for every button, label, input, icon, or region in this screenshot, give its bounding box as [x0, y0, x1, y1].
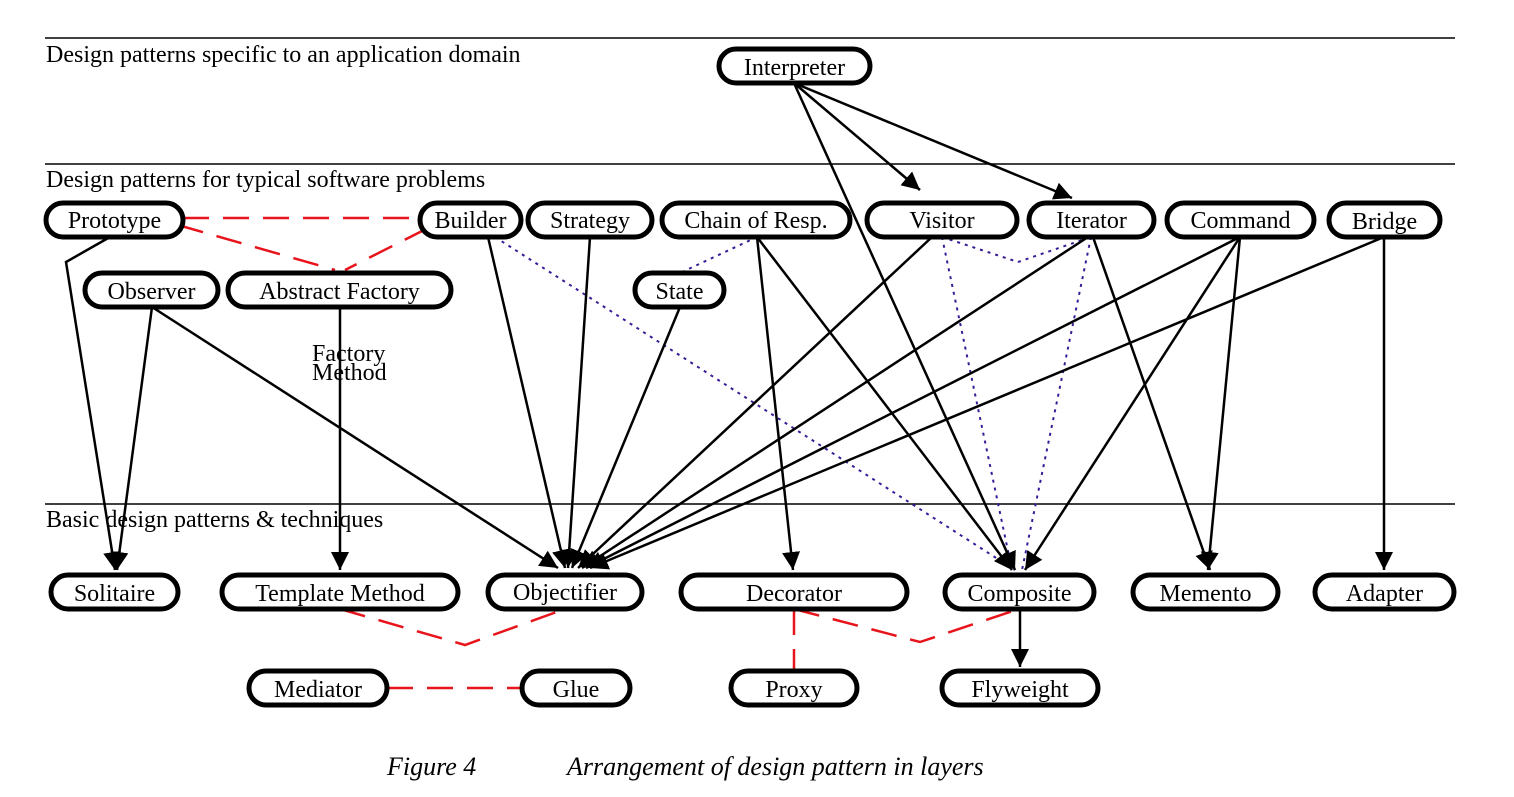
- node-proxy: Proxy: [728, 668, 860, 708]
- node-label-strategy: Strategy: [550, 208, 630, 234]
- node-label-adapter: Adapter: [1346, 581, 1423, 607]
- node-label-template-method: Template Method: [255, 581, 425, 607]
- node-adapter: Adapter: [1312, 572, 1457, 612]
- edge-uses-visitor-to-objectifier: [577, 236, 933, 569]
- node-decorator: Decorator: [678, 572, 910, 612]
- node-label-solitaire: Solitaire: [74, 581, 155, 607]
- edge-related-visitor-to-iterator: [941, 236, 1092, 264]
- node-bridge: Bridge: [1326, 200, 1443, 240]
- edge-related-iterator-to-composite: [1021, 236, 1092, 571]
- node-label-mediator: Mediator: [274, 677, 362, 703]
- node-chain: Chain of Resp.: [659, 200, 853, 240]
- node-label-chain: Chain of Resp.: [684, 208, 827, 234]
- edge-similar-builder-to-abstract-factory: [344, 226, 429, 272]
- edge-uses-observer-to-solitaire: [110, 306, 154, 571]
- node-memento: Memento: [1130, 572, 1281, 612]
- node-composite: Composite: [942, 572, 1097, 612]
- node-solitaire: Solitaire: [48, 572, 181, 612]
- node-abstract-factory: Abstract Factory: [225, 270, 454, 310]
- factory-method-note-line1: Factory: [312, 341, 385, 367]
- node-label-builder: Builder: [435, 208, 507, 234]
- edge-related-chain-to-state: [679, 236, 758, 274]
- node-iterator: Iterator: [1026, 200, 1157, 240]
- node-interpreter: Interpreter: [716, 46, 873, 86]
- edge-uses-chain-to-decorator: [755, 236, 801, 571]
- node-strategy: Strategy: [525, 200, 655, 240]
- edge-uses-iterator-to-memento: [1091, 236, 1213, 571]
- edge-related-visitor-to-composite: [941, 236, 1013, 571]
- node-visitor: Visitor: [864, 200, 1020, 240]
- edge-similar-template-method-to-objectifier: [339, 607, 566, 647]
- node-label-observer: Observer: [108, 279, 196, 305]
- node-label-decorator: Decorator: [746, 581, 842, 607]
- layer-label-basic: Basic design patterns & techniques: [46, 507, 383, 533]
- edge-uses-command-to-composite: [1023, 236, 1242, 571]
- node-label-flyweight: Flyweight: [971, 677, 1069, 703]
- node-label-bridge: Bridge: [1352, 209, 1417, 235]
- edge-uses-interpreter-to-iterator: [793, 81, 1073, 200]
- node-builder: Builder: [417, 200, 524, 240]
- node-state: State: [632, 270, 727, 310]
- edge-uses-prototype-to-solitaire: [64, 235, 122, 571]
- node-label-memento: Memento: [1160, 581, 1252, 607]
- node-glue: Glue: [519, 668, 633, 708]
- edge-uses-bridge-to-objectifier: [589, 235, 1385, 570]
- layer-label-typical: Design patterns for typical software pro…: [46, 167, 485, 193]
- node-label-proxy: Proxy: [765, 677, 822, 703]
- node-label-prototype: Prototype: [68, 208, 161, 234]
- node-prototype: Prototype: [43, 200, 186, 240]
- edge-uses-chain-to-composite: [756, 236, 1013, 571]
- caption-title: Arrangement of design pattern in layers: [567, 752, 984, 781]
- node-label-iterator: Iterator: [1056, 208, 1127, 234]
- edge-layer: [64, 81, 1393, 690]
- edge-uses-command-to-memento: [1200, 236, 1242, 571]
- edge-uses-builder-to-objectifier: [486, 236, 570, 569]
- node-label-command: Command: [1191, 208, 1291, 234]
- edge-uses-interpreter-to-visitor: [793, 82, 921, 191]
- edge-uses-iterator-to-objectifier: [581, 235, 1089, 570]
- node-flyweight: Flyweight: [939, 668, 1101, 708]
- node-label-objectifier: Objectifier: [513, 580, 617, 606]
- edge-uses-command-to-objectifier: [585, 235, 1241, 570]
- factory-method-note-line2: Method: [312, 360, 387, 386]
- node-mediator: Mediator: [246, 668, 390, 708]
- edge-related-builder-to-composite: [494, 236, 1016, 571]
- node-label-visitor: Visitor: [909, 208, 974, 234]
- caption-figure-number: Figure 4: [387, 752, 477, 781]
- node-template-method: Template Method: [219, 572, 461, 612]
- node-objectifier: Objectifier: [485, 572, 645, 612]
- node-command: Command: [1164, 200, 1317, 240]
- edge-uses-observer-to-objectifier: [151, 305, 559, 570]
- node-label-interpreter: Interpreter: [744, 55, 845, 81]
- edge-uses-strategy-to-objectifier: [560, 236, 592, 569]
- edge-similar-decorator-to-composite: [793, 607, 1020, 644]
- edge-uses-state-to-objectifier: [570, 306, 682, 569]
- node-label-composite: Composite: [967, 581, 1071, 607]
- node-label-state: State: [656, 279, 704, 305]
- edge-uses-interpreter-to-composite: [792, 82, 1017, 571]
- layer-label-domain: Design patterns specific to an applicati…: [46, 42, 521, 68]
- edge-similar-prototype-to-abstract-factory: [177, 223, 336, 272]
- node-label-abstract-factory: Abstract Factory: [259, 279, 420, 305]
- node-label-glue: Glue: [553, 677, 600, 703]
- node-observer: Observer: [82, 270, 221, 310]
